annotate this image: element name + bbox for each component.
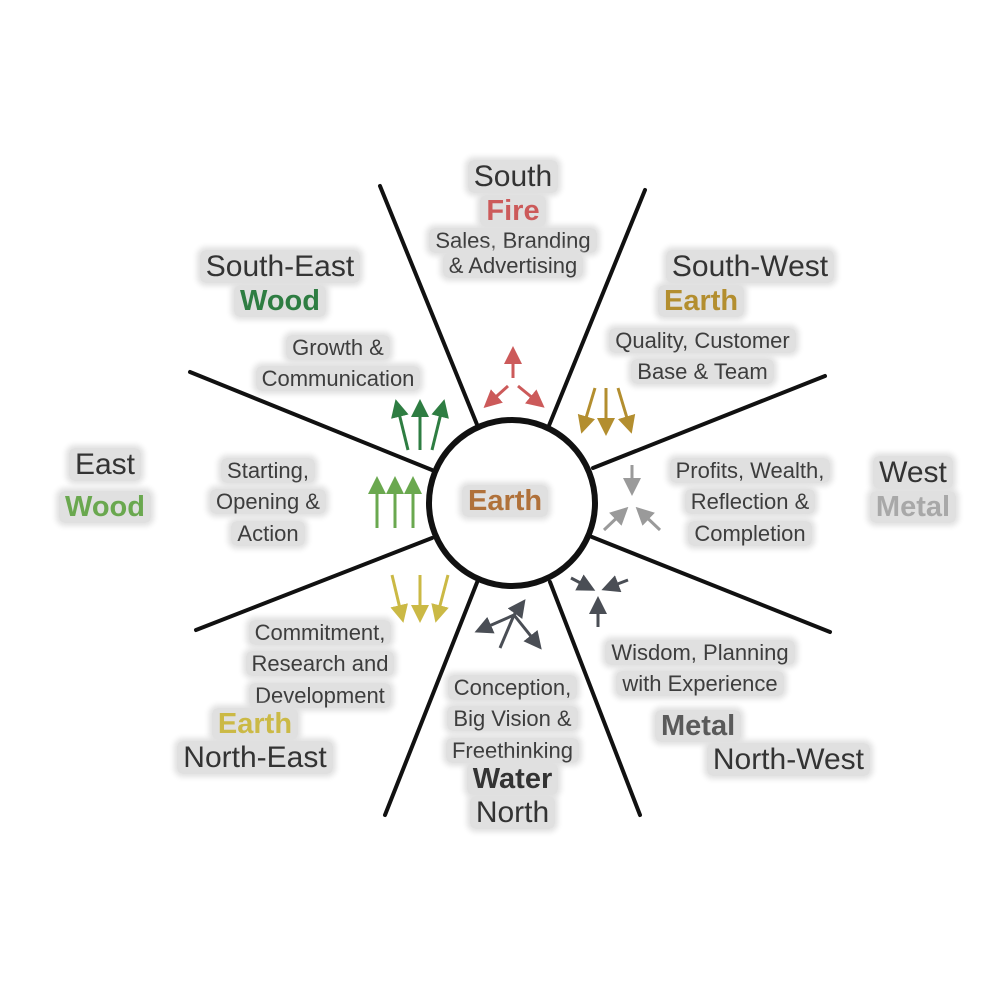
west-element: Metal (869, 490, 957, 523)
south-west-desc-2: Base & Team (631, 359, 774, 385)
south-direction: South (467, 160, 559, 193)
south-east-direction: South-East (199, 250, 361, 283)
center-label: Earth (462, 485, 549, 518)
north-east-desc-1: Commitment, (248, 620, 392, 645)
west-desc-1: Profits, Wealth, (669, 458, 831, 483)
north-west-desc-2: with Experience (616, 671, 784, 697)
spokes (188, 184, 832, 817)
east-desc-1: Starting, (221, 458, 315, 483)
north-desc-3: Freethinking (445, 737, 580, 763)
west-group: West Metal (858, 456, 968, 524)
south-east-desc-2: Communication (255, 366, 421, 392)
north-east-desc-2: Research and (245, 651, 395, 677)
south-west-desc: Quality, Customer Base & Team (590, 328, 815, 385)
north-east-desc: Commitment, Research and Development (220, 620, 420, 708)
east-desc-2: Opening & (210, 489, 326, 515)
north-east-direction: North-East (177, 741, 333, 775)
south-east-desc: Growth & Communication (238, 335, 438, 392)
west-direction: West (873, 456, 953, 489)
south-east-desc-1: Growth & (286, 335, 390, 360)
north-direction: North (469, 796, 556, 830)
east-element: Wood (59, 490, 151, 523)
center-element: Earth (462, 485, 549, 517)
north-west-desc: Wisdom, Planning with Experience (585, 640, 815, 697)
west-desc-2: Reflection & (684, 489, 816, 515)
north-west-direction: North-West (706, 743, 870, 777)
south-east-group: South-East Wood (180, 250, 380, 318)
north-group: Conception, Big Vision & Freethinking Wa… (425, 675, 600, 831)
south-west-direction: South-West (665, 250, 835, 283)
south-desc-2: & Advertising (442, 253, 584, 279)
north-desc-1: Conception, (447, 675, 578, 700)
south-west-element: Earth (658, 284, 745, 317)
north-east-element: Earth (211, 708, 299, 740)
south-element: Fire (480, 194, 546, 227)
east-direction: East (68, 448, 142, 481)
south-west-desc-1: Quality, Customer (609, 328, 796, 353)
north-west-desc-1: Wisdom, Planning (605, 640, 795, 665)
north-desc-2: Big Vision & (447, 706, 578, 732)
south-desc-1: Sales, Branding (429, 227, 597, 253)
east-desc-3: Action (231, 520, 305, 546)
south-west-group: South-West Earth (640, 250, 860, 318)
arrows (368, 346, 662, 650)
south-group: South Fire Sales, Branding & Advertising (408, 160, 618, 279)
north-east-group: Earth North-East (150, 708, 360, 776)
north-element: Water (466, 762, 559, 795)
west-desc: Profits, Wealth, Reflection & Completion (650, 458, 850, 546)
east-group: East Wood (40, 448, 170, 524)
west-desc-3: Completion (688, 520, 812, 546)
north-west-group: Metal North-West (650, 710, 870, 778)
north-west-element: Metal (655, 710, 742, 742)
south-east-element: Wood (234, 284, 326, 317)
north-east-desc-3: Development (249, 682, 391, 708)
east-desc: Starting, Opening & Action (188, 458, 348, 546)
